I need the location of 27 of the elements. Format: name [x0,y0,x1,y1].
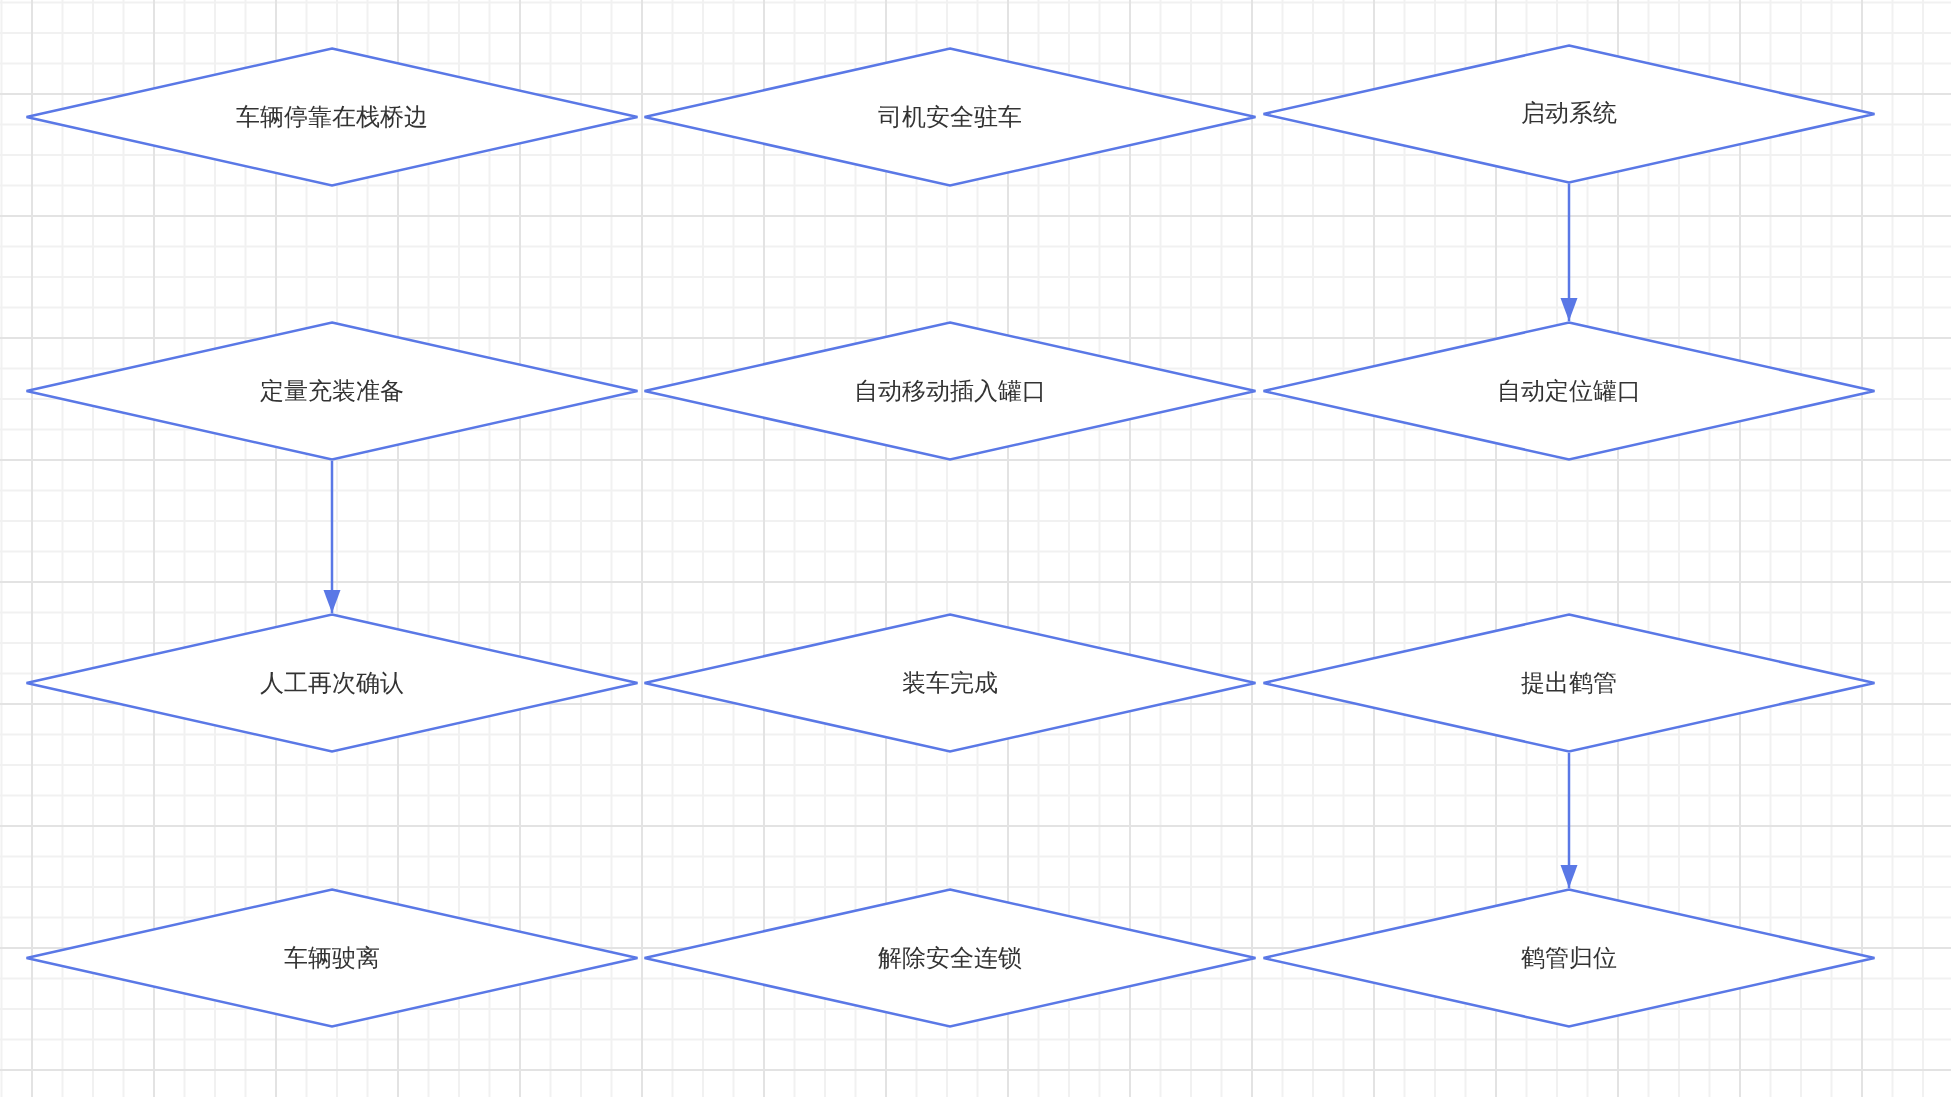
diamond-label: 解除安全连锁 [878,943,1022,973]
decision-diamond [25,47,639,187]
diamond-label: 鹤管归位 [1521,943,1617,973]
diamond-label: 启动系统 [1521,99,1617,128]
decision-diamond [25,888,639,1028]
decision-diamond [1262,321,1876,461]
decision-diamond [1262,613,1876,753]
arrow [1560,183,1578,321]
decision-diamond [643,888,1257,1028]
decision-diamond [643,47,1257,187]
decision-diamond [643,613,1257,753]
decision-diamond [1262,43,1876,184]
decision-diamond [1262,888,1876,1028]
decision-diamond [643,321,1257,461]
diamond-label: 装车完成 [902,668,998,698]
diamond-label: 自动移动插入罐口 [854,376,1046,406]
diamond-label: 提出鹤管 [1521,668,1617,698]
diamond-label: 人工再次确认 [260,668,404,698]
diamond-label: 司机安全驻车 [878,102,1022,132]
arrow [323,461,341,613]
diamond-label: 车辆驶离 [284,943,380,973]
arrow [1560,753,1578,888]
decision-diamond [25,613,639,753]
diamond-label: 定量充装准备 [260,376,404,406]
diamond-label: 自动定位罐口 [1497,376,1641,406]
diamond-label: 车辆停靠在栈桥边 [236,102,428,132]
decision-diamond [25,321,639,461]
